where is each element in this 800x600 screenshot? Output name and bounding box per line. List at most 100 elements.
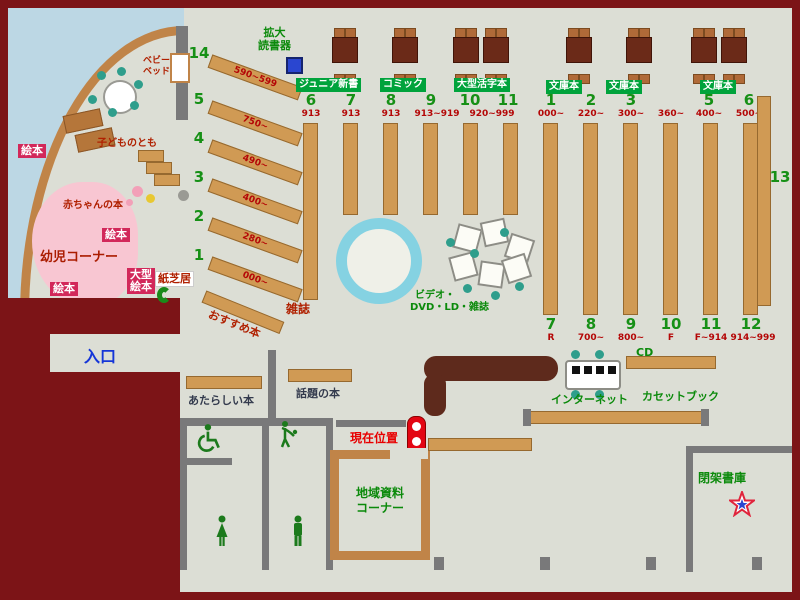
- stack-number: 8: [385, 91, 397, 109]
- table-top: [483, 37, 509, 63]
- wall-segment: [262, 418, 269, 570]
- table-top: [566, 37, 592, 63]
- range-label: 220~: [577, 109, 605, 119]
- wall-segment: [523, 409, 531, 426]
- stack-number: 9: [625, 315, 637, 333]
- chair-dot: [463, 284, 472, 293]
- stack-number: 6: [305, 91, 317, 109]
- bookshelf: [663, 123, 678, 315]
- stack-number: 2: [193, 207, 205, 225]
- range-label: 913: [381, 109, 401, 119]
- pc-icon: [596, 366, 604, 374]
- internet-table: [565, 360, 621, 390]
- stack-number: 5: [193, 90, 205, 108]
- reading-table: [721, 28, 747, 84]
- bookshelf: [428, 438, 532, 451]
- local-materials-label: 地域資料 コーナー: [339, 486, 421, 516]
- range-label: 913~919: [414, 109, 460, 119]
- stack-number: 6: [743, 91, 755, 109]
- cushion-dot: [132, 186, 143, 197]
- reading-table: [691, 28, 717, 84]
- bookshelf: [757, 96, 771, 306]
- genre-badge: 文庫本: [606, 80, 642, 94]
- chair-dot: [515, 282, 524, 291]
- stack-number: 2: [585, 91, 597, 109]
- entrance-label: 入口: [84, 347, 117, 366]
- chair-dot: [595, 390, 604, 399]
- marker-dot: [412, 437, 421, 446]
- range-label: F~914: [694, 333, 728, 343]
- chair-dot: [88, 95, 97, 104]
- wall-segment: [268, 350, 276, 420]
- chair-dot: [97, 71, 106, 80]
- stack-number: 1: [545, 91, 557, 109]
- entrance-corridor: [50, 334, 180, 372]
- local-l2: コーナー: [355, 501, 404, 515]
- bench-icon: [157, 287, 171, 303]
- bookshelf: [343, 123, 358, 215]
- wall-segment: [180, 418, 187, 570]
- range-label: 800~: [617, 333, 645, 343]
- topic-books-shelf: [288, 369, 352, 382]
- stack-number: 7: [545, 315, 557, 333]
- wall-segment: [646, 557, 656, 570]
- chair-dot: [595, 350, 604, 359]
- range-label: 400~: [695, 109, 723, 119]
- range-label: 700~: [577, 333, 605, 343]
- stack-number: 10: [660, 315, 682, 333]
- chair-dot: [491, 291, 500, 300]
- reading-table: [392, 28, 418, 84]
- reading-table: [626, 28, 652, 84]
- wall-segment: [326, 418, 333, 570]
- magnifier-l1: 拡大: [263, 26, 286, 39]
- bookshelf: [463, 123, 478, 215]
- stack-number: 8: [585, 315, 597, 333]
- chair-dot: [446, 238, 455, 247]
- stack-number: 13: [769, 168, 791, 186]
- reading-table: [483, 28, 509, 84]
- baby-bed-l1: ベビー: [143, 56, 171, 66]
- chair-dot: [117, 67, 126, 76]
- baby-bed-l2: ベッド: [143, 66, 171, 77]
- range-label: 500~: [735, 109, 763, 119]
- chair-dot: [470, 249, 479, 258]
- table-top: [453, 37, 479, 63]
- table-top: [332, 37, 358, 63]
- bookshelf: [303, 123, 318, 300]
- stack-number: 11: [497, 91, 519, 109]
- genre-badge: コミック: [380, 78, 426, 92]
- magnifier-l2: 読書器: [258, 39, 291, 53]
- magnifier-device-icon: [286, 57, 303, 74]
- room-door-gap: [390, 448, 428, 459]
- cd-label: CD: [636, 346, 654, 359]
- wall-segment: [336, 420, 406, 427]
- video-label-l1: ビデオ・: [415, 290, 455, 301]
- stack-number: 5: [703, 91, 715, 109]
- local-materials-room: [330, 450, 430, 560]
- genre-badge: ジュニア新書: [296, 78, 362, 92]
- new-books-shelf: [186, 376, 262, 389]
- chair-dot: [130, 101, 139, 110]
- baby-bed-label: ベビー ベッド: [143, 56, 170, 78]
- cd-shelf: [626, 356, 716, 369]
- cushion-dot: [146, 194, 155, 203]
- ehon-chip: 絵本: [102, 228, 130, 243]
- range-label: 360~: [657, 109, 685, 119]
- bookshelf: [543, 123, 558, 315]
- baby-books-label: 赤ちゃんの本: [63, 200, 123, 211]
- range-label: 300~: [617, 109, 645, 119]
- genre-badge: 文庫本: [546, 80, 582, 94]
- stack-number: 9: [425, 91, 437, 109]
- large-ehon-l2: 絵本: [130, 280, 152, 294]
- internet-label: インターネット: [551, 393, 628, 406]
- toddler-corner-label: 幼児コーナー: [40, 250, 119, 265]
- stack-number: 14: [188, 44, 210, 62]
- step-shelf: [154, 174, 180, 186]
- bookshelf: [703, 123, 718, 315]
- cassette-label: カセットブック: [642, 390, 719, 403]
- bookshelf: [623, 123, 638, 315]
- chair-icon: [693, 74, 704, 84]
- wall-segment: [434, 557, 444, 570]
- range-label: 914~999: [730, 333, 776, 343]
- stack-number: 1: [193, 246, 205, 264]
